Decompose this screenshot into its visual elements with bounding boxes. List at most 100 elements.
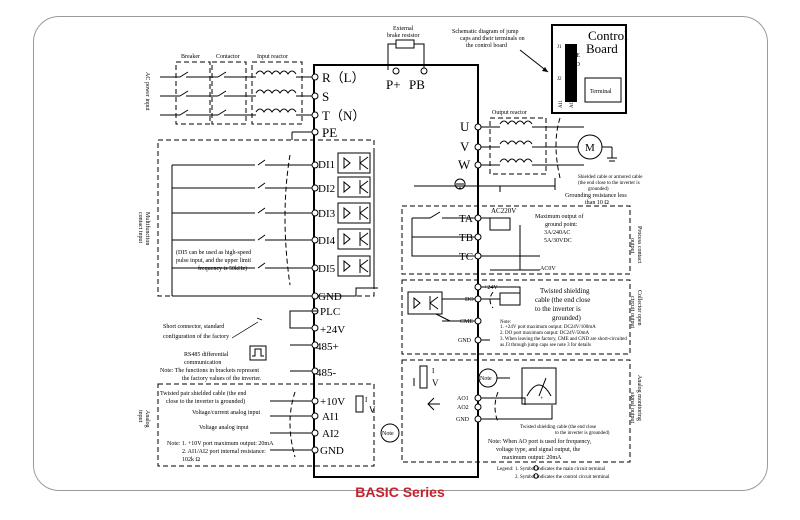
terminal-tb-label: TB <box>459 232 473 244</box>
collector-cable-note-1: Twisted shielding <box>540 287 590 295</box>
relay-side-2: output <box>629 238 635 254</box>
control-board-box <box>551 24 627 114</box>
schematic-arrow <box>519 49 549 73</box>
ao-note-1: Note: When AO port is used for frequency… <box>488 438 592 445</box>
terminal-c24v <box>474 283 482 291</box>
analog-note-1: Note: 1. +10V port maximum output: 20mA <box>167 441 274 447</box>
terminal-do-label: DO <box>465 297 474 303</box>
terminal-tb <box>474 233 482 241</box>
grounding-resistance-1: Grounding resistance less <box>565 193 627 199</box>
jumper-strip <box>565 44 577 102</box>
collector-note-1: 1. +24V port maximum output: DC24V/100mA <box>500 325 596 330</box>
terminal-ai2-label: AI2 <box>322 428 339 440</box>
input-lines <box>160 70 315 140</box>
collector-note-3: 3. When leaving the factory, CME and GND… <box>500 337 627 342</box>
motor-ground <box>602 146 617 162</box>
brackets-note-1: Note: The functions in brackets represen… <box>160 367 259 374</box>
relay-side-1: Process contact <box>636 226 642 263</box>
ground-icon-lines <box>456 183 464 189</box>
brake-resistor-wires <box>387 43 425 70</box>
collector-optocoupler <box>407 291 443 315</box>
ao-input-symbol <box>427 397 440 411</box>
analog-in-terminal-block: +10V AI1 AI2 GND <box>270 391 345 458</box>
cb-term-gnd: GND <box>567 62 581 68</box>
analog-note-2: 2. AI1/AI2 port internal resistance: <box>182 449 266 455</box>
cb-term-ao1: AO1 <box>570 98 575 108</box>
ai-switch-i: I <box>365 396 368 404</box>
meter-gauge-icon <box>526 377 552 397</box>
terminal-485p-label: 485+ <box>316 341 339 353</box>
ground-icon <box>454 178 466 190</box>
terminal-s <box>311 92 319 100</box>
terminal-di2-label: DI2 <box>318 183 335 195</box>
di-switch-network <box>171 154 315 297</box>
grounding-note-1: Shielded cable or armored cable <box>578 175 643 180</box>
di5-note-1: (DI5 can be used as high-speed <box>176 249 251 256</box>
contactor-label: Contactor <box>216 54 240 60</box>
terminal-di3 <box>311 209 319 217</box>
relay-ac-bottom: AC0V <box>540 266 556 272</box>
di-terminal-block: DI1 DI2 DI3 DI4 DI5 <box>311 159 336 275</box>
di5-note-2: pulse input, and the upper limit <box>176 258 251 264</box>
terminal-tc <box>474 252 482 260</box>
terminal-ai1-label: AI1 <box>322 411 339 423</box>
analog-input-side-1: Analog <box>144 410 150 428</box>
terminal-ao-gnd-label: GND <box>456 417 470 423</box>
terminal-u-label: U <box>460 119 470 134</box>
brake-resistor-label: External <box>393 26 414 32</box>
meter-box <box>521 367 557 405</box>
analog-output-box <box>401 359 631 463</box>
ao-switch[interactable] <box>419 365 428 389</box>
terminal-ta <box>474 214 482 222</box>
relay-box <box>401 205 631 275</box>
digital-input-side-2: contact input <box>137 212 143 243</box>
terminal-cme <box>474 317 482 325</box>
legend-control-circuit-icon <box>533 473 539 479</box>
terminal-pe-label: PE <box>322 125 337 140</box>
analog-cable-note-2: close to the inverter is grounded) <box>166 398 245 405</box>
rs485-note-2: communication <box>184 360 221 366</box>
relay-output-note-3: 3A/240AC <box>544 230 570 236</box>
contactor-box <box>211 61 247 125</box>
terminal-485n-label: 485- <box>316 367 337 379</box>
terminal-ai1 <box>311 412 319 420</box>
collector-note-4: as J3 through jump caps see note 3 for d… <box>500 343 591 348</box>
terminal-gnd-label: GND <box>318 291 342 303</box>
di5-note-3: frequency is 50kHz) <box>198 265 247 272</box>
ai-switch[interactable] <box>355 395 364 413</box>
analog-input-side-2: input <box>137 410 143 423</box>
grounding-resistance-2: than 10 Ω <box>585 200 609 206</box>
grounding-note-3: grounded) <box>588 187 609 192</box>
terminal-di5-label: DI5 <box>318 263 336 275</box>
ai-switch-v: V <box>369 405 376 415</box>
terminal-di4 <box>311 236 319 244</box>
terminal-pe <box>311 128 319 136</box>
cb-term-ai1: AI1 <box>559 100 564 108</box>
terminal-p-plus <box>392 67 400 75</box>
terminal-pb-label: PB <box>409 77 425 92</box>
digital-input-box <box>157 139 375 297</box>
relay-output-note-4: 5A/30VDC <box>544 238 572 244</box>
pulse-icon-wave <box>252 348 264 357</box>
ao-note-bubble-text: Note <box>480 376 492 382</box>
legend-item-2: 2. Symbol indicates the control circuit … <box>515 475 610 480</box>
breaker-box <box>175 61 211 125</box>
ai-note-bubble <box>380 423 400 443</box>
terminal-ao2-label: AO2 <box>457 405 469 411</box>
terminal-ai2 <box>311 429 319 437</box>
relay-output-note-2: ground point: <box>545 222 578 228</box>
analog-input-box <box>157 383 375 467</box>
analog-out-terminal-block: AO1 AO2 GND <box>456 391 553 423</box>
terminal-v-label: V <box>460 139 470 154</box>
legend-item-1: 1. Symbol indicates the main circuit ter… <box>515 467 606 472</box>
reactor-box <box>251 61 303 125</box>
optocoupler-array <box>337 150 375 285</box>
terminal-c24v-label: +24V <box>484 285 498 291</box>
common-terminal-block: GND PLC +24V 485+ 485- <box>231 287 378 379</box>
relay-output-note-1: Maximum output of <box>535 213 583 220</box>
terminal-s-label: S <box>322 89 329 104</box>
terminal-ao1-label: AO1 <box>457 396 469 402</box>
terminal-t-label: T（N） <box>322 108 365 123</box>
shield-curve <box>555 117 561 179</box>
collector-opto-symbol <box>413 296 439 310</box>
